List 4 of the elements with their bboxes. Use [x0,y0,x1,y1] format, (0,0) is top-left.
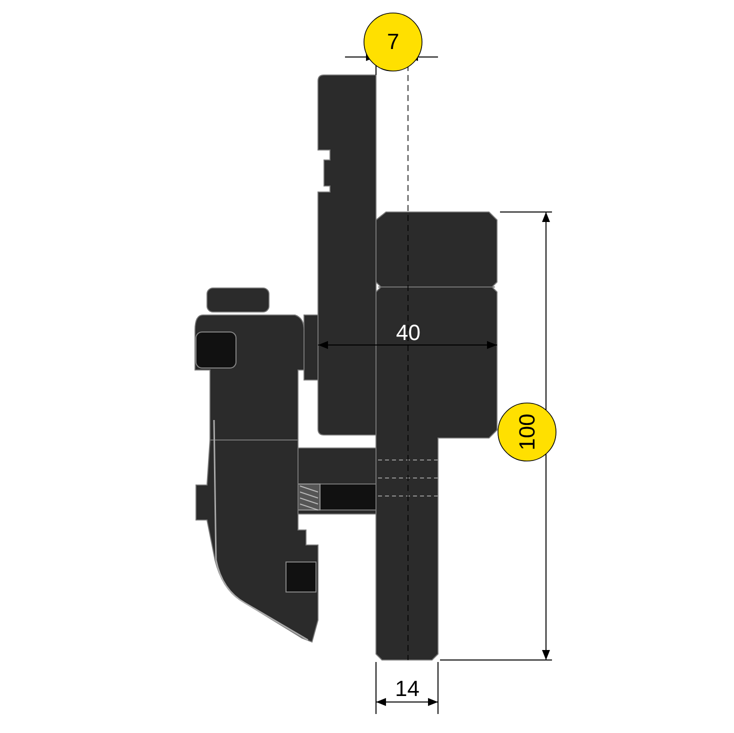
dimension-value: 7 [387,31,400,53]
dimension-value: 100 [516,414,538,450]
dimension-value: 40 [396,322,420,344]
dimension-value: 14 [395,678,420,700]
